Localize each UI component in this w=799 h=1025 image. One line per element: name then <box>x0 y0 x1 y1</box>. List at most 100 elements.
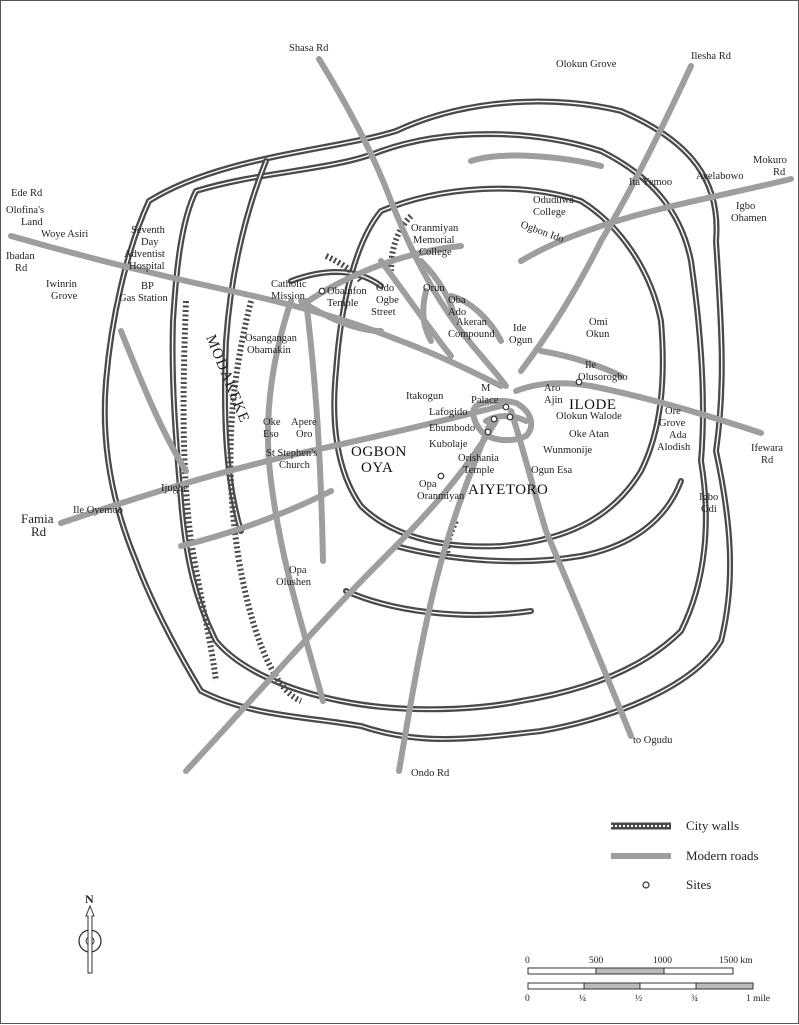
label-omi-okun-2: Okun <box>586 329 610 340</box>
label-seventh-day-1: Seventh <box>131 225 166 236</box>
road-ogudu <box>508 408 634 739</box>
label-ide-ogun-1: Ide <box>513 323 527 334</box>
label-st-stephens-1: St Stephen's <box>266 448 317 459</box>
road-ifewara <box>513 380 764 436</box>
label-ita-yemoo: Ita Yemoo <box>629 177 672 188</box>
label-wunmonije: Wunmonije <box>543 445 592 456</box>
label-opa-olushen-2: Olushen <box>276 577 312 588</box>
site-marker <box>318 287 326 295</box>
label-olofinas-land-1: Olofina's <box>6 205 44 216</box>
label-ijugbe: Ijugbe <box>161 483 188 494</box>
label-ifewara-rd-1: Ifewara <box>751 443 783 454</box>
label-ore-grove-2: Grove <box>659 418 686 429</box>
label-igbo-ohamen-1: Igbo <box>736 201 755 212</box>
site-marker <box>502 403 510 411</box>
label-igbo-odi-1: Igbo <box>699 492 718 503</box>
label-to-ogudu: to Ogudu <box>633 735 673 746</box>
label-bp-gas-2: Gas Station <box>119 293 168 304</box>
label-m-palace-2: Palace <box>471 395 499 406</box>
label-ore-grove-1: Ore <box>665 406 681 417</box>
wall-dashed-west <box>180 300 219 682</box>
road-labels: Shasa Rd Ilesha Rd Mokuro Rd Ede Rd Ibad… <box>6 43 787 779</box>
scale-km-500: 500 <box>589 956 604 966</box>
road-southwest <box>183 418 499 774</box>
road-ibadan <box>8 233 504 389</box>
label-iwinrin-grove-1: Iwinrin <box>46 279 78 290</box>
label-ile-olusorogbo-1: Ile <box>585 360 596 371</box>
scale-mile-quarter: ¼ <box>579 994 586 1004</box>
label-aiyetoro: AIYETORO <box>468 482 548 498</box>
label-omi-okun-1: Omi <box>589 317 608 328</box>
label-ibadan-rd-2: Rd <box>15 263 28 274</box>
label-oke-eso-2: Eso <box>263 429 279 440</box>
label-kubolaje: Kubolaje <box>429 439 468 450</box>
label-woye-asiri: Woye Asiri <box>41 229 88 240</box>
label-oke-atan: Oke Atan <box>569 429 610 440</box>
legend-label-modern-roads: Modern roads <box>686 848 759 863</box>
scale-km-0: 0 <box>525 956 530 966</box>
label-orishania-1: Orishania <box>458 453 499 464</box>
label-oba-ado-2: Ado <box>448 307 466 318</box>
label-iwinrin-grove-2: Grove <box>51 291 78 302</box>
label-ede-rd: Ede Rd <box>11 188 43 199</box>
legend-item-city-walls: City walls <box>611 818 739 833</box>
label-mokuro-rd-1: Mokuro <box>753 155 787 166</box>
site-marker <box>506 413 514 421</box>
label-obalufon-temple-2: Temple <box>327 298 359 309</box>
scale-mile-1: 1 mile <box>746 994 770 1004</box>
legend-label-sites: Sites <box>686 877 711 892</box>
label-odo-ogbe-3: Street <box>371 307 396 318</box>
label-ibadan-rd-1: Ibadan <box>6 251 35 262</box>
label-oranmiyan-2: Memorial <box>413 235 454 246</box>
sites <box>318 287 583 480</box>
label-ilesha-rd: Ilesha Rd <box>691 51 732 62</box>
scale-mile-half: ½ <box>635 993 642 1004</box>
city-walls <box>101 98 734 742</box>
scale-bar: 0 500 1000 1500 km 0 ¼ ½ ¾ 1 mile <box>525 956 770 1004</box>
site-marker <box>437 472 445 480</box>
legend: City walls Modern roads Sites <box>611 818 759 892</box>
label-odo-ogbe-1: Odo <box>376 283 394 294</box>
label-igbo-ohamen-2: Ohamen <box>731 213 767 224</box>
label-olokun-walode: Olokun Walode <box>556 411 622 422</box>
label-ondo-rd: Ondo Rd <box>411 768 450 779</box>
label-oranmiyan-1: Oranmiyan <box>411 223 459 234</box>
scale-km-1000: 1000 <box>653 956 672 966</box>
label-olofinas-land-2: Land <box>21 217 43 228</box>
label-opa-oranmiyan-2: Oranmiyan <box>417 491 465 502</box>
label-oranmiyan-3: College <box>419 247 452 258</box>
label-ifewara-rd-2: Rd <box>761 455 774 466</box>
label-ile-olusorogbo-2: Olusorogbo <box>578 372 628 383</box>
label-ogbon-oya-1: OGBON <box>351 444 407 460</box>
legend-label-city-walls: City walls <box>686 818 739 833</box>
site-marker <box>575 378 583 386</box>
label-orun: Orun <box>423 283 445 294</box>
site-marker <box>484 428 492 436</box>
label-ogbon-ido: Ogbon Ido <box>519 219 565 245</box>
label-st-stephens-2: Church <box>279 460 311 471</box>
label-lafogido: Lafogido <box>429 407 468 418</box>
label-m-palace-1: M <box>481 383 491 394</box>
label-seventh-day-2: Day <box>141 237 159 248</box>
north-arrow: N <box>78 892 102 974</box>
label-seventh-day-3: Adventist <box>124 249 165 260</box>
north-label: N <box>85 892 94 906</box>
label-famia-rd-1: Famia <box>21 511 54 526</box>
label-ayelabowo: Ayelabowo <box>696 171 743 182</box>
label-aro-ajin-1: Aro <box>544 383 560 394</box>
label-akeran-1: Akeran <box>456 317 488 328</box>
label-itakogun: Itakogun <box>406 391 444 402</box>
label-shasa-rd: Shasa Rd <box>289 43 329 54</box>
road-famia <box>58 403 504 526</box>
road-ondo <box>396 418 494 774</box>
label-mokuro-rd-2: Rd <box>773 167 786 178</box>
label-opa-olushen-1: Opa <box>289 565 307 576</box>
label-osangangan-2: Obamakin <box>247 345 291 356</box>
north-arrow-icon <box>85 904 95 974</box>
label-catholic-mission-2: Mission <box>271 291 306 302</box>
label-catholic-mission-1: Catholic <box>271 279 307 290</box>
label-famia-rd-2: Rd <box>31 524 47 539</box>
label-oke-eso-1: Oke <box>263 417 281 428</box>
